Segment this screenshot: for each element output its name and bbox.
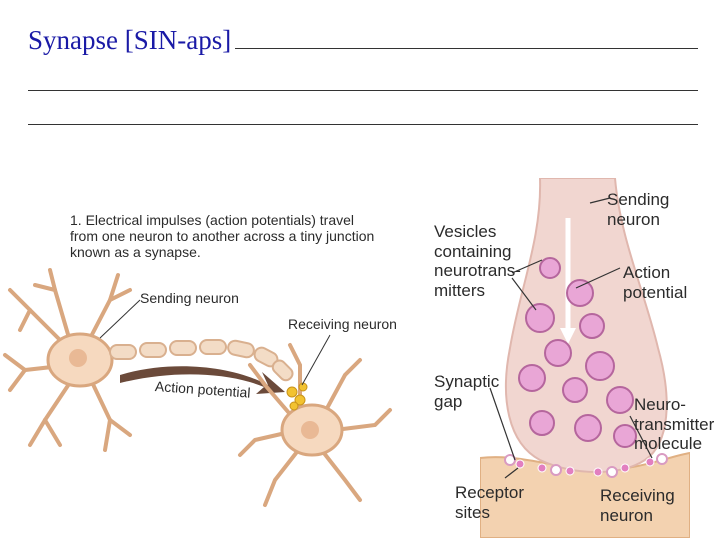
answer-blank-3: [28, 124, 698, 125]
receiving-neuron-pointer: [302, 335, 330, 385]
right-action-potential-line-2: potential: [623, 283, 687, 303]
right-receiving-neuron-label: Receiving neuron: [600, 486, 720, 525]
sending-neuron-nucleus: [69, 349, 87, 367]
vesicles-line-3: neurotrans-: [434, 261, 521, 281]
vesicles-line-2: containing: [434, 242, 521, 262]
right-sending-neuron-label: Sending neuron: [607, 190, 669, 229]
right-action-potential-line-1: Action: [623, 263, 687, 283]
caption-line-1: 1. Electrical impulses (action potential…: [70, 212, 374, 228]
term-title: Synapse [SIN-aps]: [28, 25, 231, 56]
vesicles-label: Vesicles containing neurotrans- mitters: [434, 222, 521, 300]
answer-blank-1: [235, 24, 698, 49]
title-line: Synapse [SIN-aps]: [28, 24, 698, 56]
right-action-potential-label: Action potential: [623, 263, 687, 302]
caption-line-2: from one neuron to another across a tiny…: [70, 228, 374, 244]
receptor-sites-label: Receptor sites: [455, 483, 524, 522]
neurotransmitter-label: Neuro- transmitter molecule: [634, 395, 714, 454]
vesicles-line-4: mitters: [434, 281, 521, 301]
synaptic-gap-line-1: Synaptic: [434, 372, 499, 392]
neurotransmitter-line-2: transmitter: [634, 415, 714, 435]
neurotransmitter-line-3: molecule: [634, 434, 714, 454]
synaptic-gap-label: Synaptic gap: [434, 372, 499, 411]
left-receiving-neuron-label: Receiving neuron: [288, 316, 397, 332]
vesicles-line-1: Vesicles: [434, 222, 521, 242]
receiving-neuron-nucleus: [301, 421, 319, 439]
answer-blank-2: [28, 90, 698, 91]
neurotransmitter-line-1: Neuro-: [634, 395, 714, 415]
right-sending-neuron-line-2: neuron: [607, 210, 669, 230]
synaptic-gap-line-2: gap: [434, 392, 499, 412]
left-caption: 1. Electrical impulses (action potential…: [70, 212, 374, 260]
right-sending-neuron-line-1: Sending: [607, 190, 669, 210]
receptor-sites-line-1: Receptor: [455, 483, 524, 503]
receptor-sites-line-2: sites: [455, 503, 524, 523]
left-sending-neuron-label: Sending neuron: [140, 290, 239, 306]
caption-line-3: known as a synapse.: [70, 244, 374, 260]
